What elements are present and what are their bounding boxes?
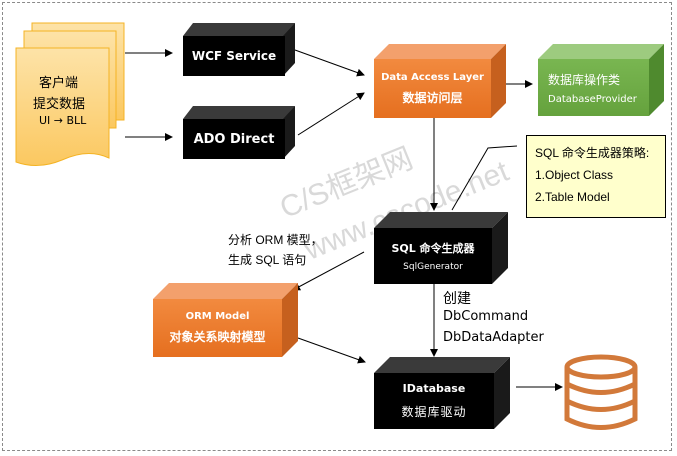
wcf-service-label: WCF Service: [191, 49, 277, 63]
create-note-line3: DbDataAdapter: [443, 330, 544, 345]
orm-title: ORM Model: [185, 311, 250, 322]
orm-model-box: ORM Model 对象关系映射模型: [153, 283, 298, 357]
sqlgen-title: SQL 命令生成器: [391, 242, 475, 255]
sqlgen-subtitle: SqlGenerator: [403, 262, 463, 272]
dal-subtitle: 数据访问层: [402, 90, 463, 105]
strategy-callout-line: [451, 145, 518, 211]
arrow-sqlgen-to-orm: [292, 251, 365, 291]
create-note-line2: DbCommand: [443, 309, 529, 324]
ado-direct-box: ADO Direct: [183, 106, 295, 159]
client-label-line2: 提交数据: [33, 97, 86, 112]
client-label-line3: UI → BLL: [39, 114, 87, 127]
arrow-wcf-to-dal: [294, 49, 365, 77]
strategy-note-title: SQL 命令生成器策略:: [535, 146, 650, 160]
database-provider-box: 数据库操作类 DatabaseProvider: [538, 44, 664, 116]
orm-subtitle: 对象关系映射模型: [169, 330, 266, 344]
sql-generator-box: SQL 命令生成器 SqlGenerator: [374, 212, 508, 284]
arrow-orm-to-idatabase: [297, 337, 366, 364]
idatabase-box: IDatabase 数据库驱动: [374, 357, 510, 429]
database-icon: [564, 354, 638, 430]
provider-subtitle: DatabaseProvider: [548, 93, 637, 105]
arrow-ado-to-dal: [297, 92, 365, 136]
idatabase-subtitle: 数据库驱动: [401, 405, 467, 419]
wcf-service-box: WCF Service: [183, 23, 295, 76]
client-document-stack: [15, 22, 125, 166]
analyze-note-line1: 分析 ORM 模型，: [228, 233, 323, 247]
ado-direct-label: ADO Direct: [193, 131, 275, 147]
analyze-note-line2: 生成 SQL 语句: [228, 253, 307, 267]
dal-title: Data Access Layer: [381, 71, 484, 83]
data-access-layer-box: Data Access Layer 数据访问层: [374, 44, 506, 118]
provider-title: 数据库操作类: [548, 72, 621, 87]
diagram-frame: [2, 2, 672, 451]
strategy-note-item-1: 1.Object Class: [535, 168, 614, 182]
strategy-note: SQL 命令生成器策略: 1.Object Class 2.Table Mode…: [526, 135, 666, 218]
strategy-note-item-2: 2.Table Model: [535, 190, 610, 204]
client-label-line1: 客户端: [39, 76, 79, 91]
idatabase-title: IDatabase: [402, 382, 466, 395]
create-note-line1: 创建: [443, 291, 471, 307]
